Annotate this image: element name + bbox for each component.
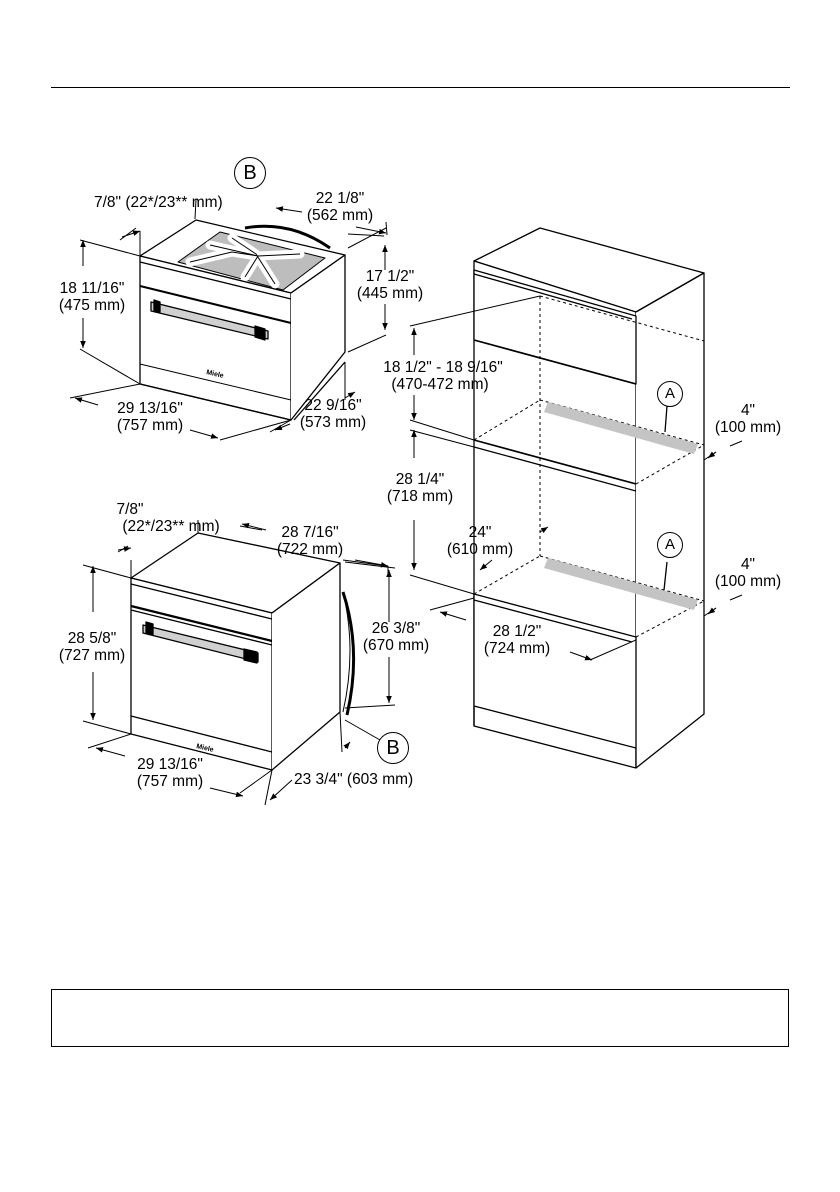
top-width-mm: (562 mm) [306, 207, 374, 224]
vent-lower-in: 4" [740, 556, 756, 573]
bot-gap-mm: (22*/23** mm) [122, 518, 220, 535]
vent-upper-in: 4" [740, 402, 756, 419]
top-front-height-in: 18 11/16" [59, 280, 125, 297]
bot-front-width-in: 29 13/16" [137, 756, 203, 773]
bot-gap-in: 7/8" [116, 501, 144, 518]
niche-lower-in: 28 1/4" [395, 471, 445, 488]
bot-body-height-in: 26 3/8" [371, 620, 421, 637]
top-depth-mm: (573 mm) [299, 414, 367, 431]
bot-front-width-mm: (757 mm) [136, 773, 204, 790]
callout-b-top: B [234, 157, 266, 189]
vent-upper-mm: (100 mm) [714, 419, 782, 436]
callout-a-lower: A [657, 532, 683, 558]
niche-lower-mm: (718 mm) [386, 488, 454, 505]
bot-depth: 23 3/4" (603 mm) [294, 771, 414, 788]
niche-depth-mm: (724 mm) [483, 640, 551, 657]
bot-front-height-in: 28 5/8" [67, 630, 117, 647]
niche-upper-mm: (470-472 mm) [391, 376, 489, 393]
bot-front-height-mm: (727 mm) [58, 647, 126, 664]
cabinet [473, 227, 705, 769]
top-body-height-mm: (445 mm) [356, 285, 424, 302]
bot-width-in: 28 7/16" [281, 524, 339, 541]
note-box [51, 989, 789, 1047]
top-front-width-mm: (757 mm) [116, 417, 184, 434]
top-depth-in: 22 9/16" [304, 397, 362, 414]
niche-upper-in: 18 1/2" - 18 9/16" [383, 359, 503, 376]
top-front-height-mm: (475 mm) [58, 297, 126, 314]
callout-a-upper: A [657, 381, 683, 407]
top-width-in: 22 1/8" [315, 190, 365, 207]
brand-logo-bottom: Miele [196, 743, 215, 754]
niche-width-mm: (610 mm) [446, 541, 514, 558]
header-rule [51, 87, 790, 88]
niche-width-in: 24" [468, 524, 492, 541]
top-front-width-in: 29 13/16" [117, 400, 183, 417]
top-body-height-in: 17 1/2" [365, 268, 415, 285]
callout-b-bottom: B [377, 732, 409, 764]
top-gap-label: 7/8" (22*/23** mm) [94, 194, 223, 211]
brand-logo-top: Miele [206, 369, 225, 380]
niche-depth-in: 28 1/2" [492, 623, 542, 640]
bot-body-height-mm: (670 mm) [362, 637, 430, 654]
compact-oven [139, 219, 346, 421]
full-oven [130, 532, 356, 771]
bot-width-mm: (722 mm) [276, 541, 344, 558]
vent-lower-mm: (100 mm) [714, 573, 782, 590]
